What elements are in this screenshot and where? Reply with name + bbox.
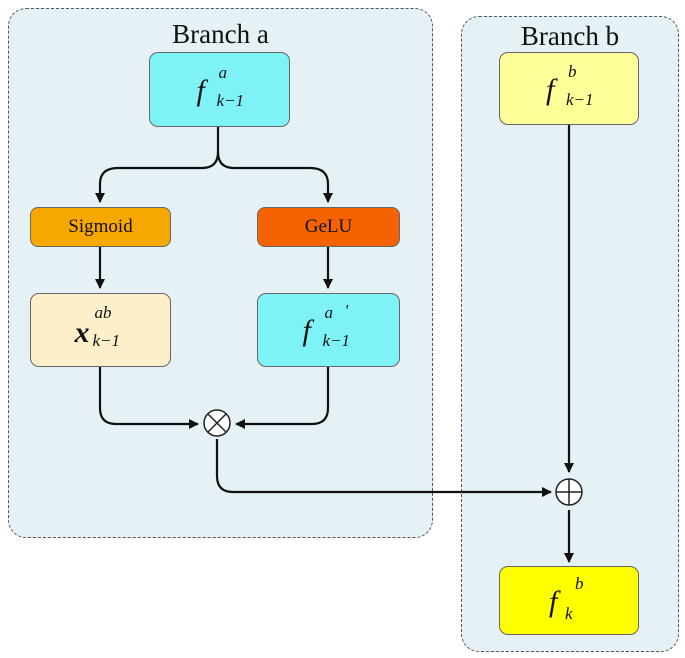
gelu-label: GeLU [304,216,353,237]
fa-prime-node: f a ' k−1 [257,293,400,367]
x-ab-sup: ab [94,303,112,322]
arrow-x-to-multiply [98,367,199,429]
multiply-operator-icon [203,409,231,437]
gelu-node: GeLU [257,207,400,247]
x-ab-sub: k−1 [92,331,121,350]
fa-input-sup: a [218,62,228,82]
arrow-to-gelu [216,151,333,203]
sigmoid-node: Sigmoid [30,207,171,247]
fb-input-base: f [546,72,555,106]
sigmoid-label: Sigmoid [68,216,133,237]
fb-output-sup: b [575,573,584,593]
arrow-multiply-to-add [215,439,552,497]
fa-prime-base: f [302,314,311,347]
branch-a-title: Branch a [172,19,269,49]
fa-prime-sup: a [324,303,334,322]
fa-prime-sub: k−1 [322,331,351,350]
fb-output-sub: k [565,603,573,623]
x-ab-node: x ab k−1 [30,293,171,367]
fa-input-node: f a k−1 [149,52,290,127]
add-operator-icon [555,478,583,506]
fb-output-node: f b k [499,566,639,635]
fa-input-base: f [196,73,205,107]
x-ab-base: x [74,316,90,349]
fa-prime-mark: ' [344,301,349,320]
fb-output-base: f [549,584,558,618]
arrow-to-sigmoid [95,151,220,203]
branch-b-title: Branch b [520,21,620,51]
fb-input-sub: k−1 [566,89,594,109]
fb-input-node: f b k−1 [499,52,639,125]
fb-input-sup: b [568,61,577,81]
fa-input-sub: k−1 [216,90,245,110]
arrow-fprime-to-multiply [235,367,330,429]
